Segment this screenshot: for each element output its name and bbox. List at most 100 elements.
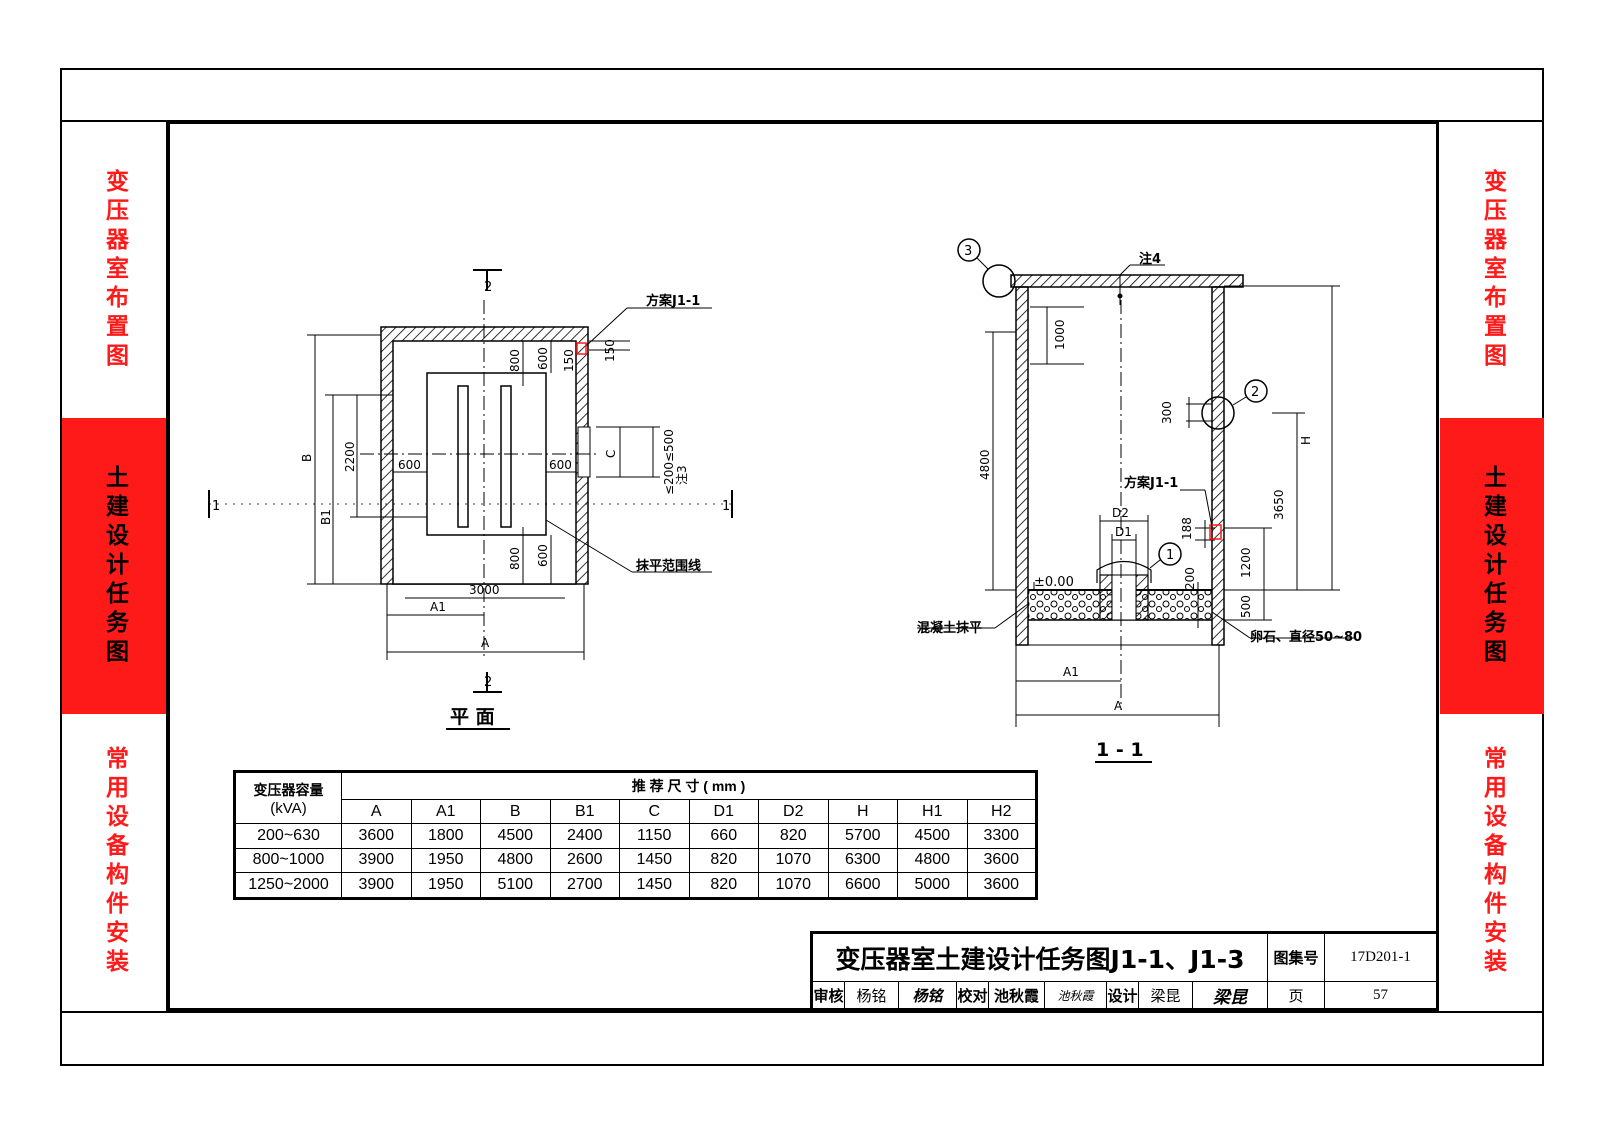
section-left-wall (1015, 286, 1029, 646)
column-header: B (480, 799, 551, 824)
dim-label: 1200 (1239, 547, 1253, 578)
dim-label: 300 (1160, 401, 1174, 424)
column-header: H1 (897, 799, 968, 824)
callout-3-marker (957, 238, 981, 262)
note3-label: 注3 (674, 465, 689, 485)
title-block: 变压器室土建设计任务图J1-1、J1-3 图集号 17D201-1 审核 杨铭 … (810, 931, 1439, 1011)
callout-2-marker (1244, 379, 1268, 403)
transformer-rail (500, 385, 512, 528)
capacity-unit: (kVA) (270, 799, 307, 817)
tab-label: 土建设计任务图 (1479, 464, 1506, 668)
dim-label: B (300, 454, 314, 462)
gravel-label: 卵石、直径50~80 (1250, 629, 1362, 645)
table-cell: 3900 (341, 872, 412, 899)
column-header: A1 (410, 799, 481, 824)
table-cell: 5000 (897, 872, 968, 899)
table-cell: 820 (758, 823, 829, 849)
table-cell: 3600 (341, 823, 412, 849)
table-cell: 1950 (410, 847, 481, 874)
pit-wall (1099, 574, 1113, 621)
callout-1-marker (1158, 542, 1182, 566)
table-cell: 3300 (966, 823, 1037, 849)
tab-layout-left[interactable]: 变压器室布置图 (62, 122, 166, 418)
atlas-number: 17D201-1 (1350, 949, 1411, 965)
tab-label: 常用设备构件安装 (101, 746, 128, 978)
table-cell: 4500 (480, 823, 551, 849)
section-view (917, 238, 1355, 763)
plan-caption: 平 面 (450, 706, 495, 728)
capacity-cell: 800~1000 (234, 847, 342, 874)
dim-label: 600 (536, 544, 550, 567)
column-header: H (827, 799, 898, 824)
tab-equipment-left[interactable]: 常用设备构件安装 (62, 714, 166, 1010)
tab-layout-right[interactable]: 变压器室布置图 (1440, 122, 1544, 418)
tab-civil-left[interactable]: 土建设计任务图 (62, 418, 166, 714)
drawing-title: 变压器室土建设计任务图J1-1、J1-3 (813, 934, 1268, 981)
plan-wall-opening (577, 426, 591, 478)
dim-label: 500 (1239, 595, 1253, 618)
recommended-header: 推 荐 尺 寸 ( mm ) (341, 771, 1037, 800)
dim-label: 150 (603, 339, 617, 362)
tab-label: 土建设计任务图 (101, 464, 128, 668)
column-header: A (341, 799, 412, 824)
dim-label: 3000 (469, 583, 500, 597)
tab-civil-right[interactable]: 土建设计任务图 (1440, 418, 1544, 714)
dim-label: 2200 (343, 441, 357, 472)
bottom-divider (60, 1011, 1544, 1013)
scheme-marker (576, 342, 587, 355)
table-cell: 5100 (480, 872, 551, 899)
table-cell: 4500 (897, 823, 968, 849)
table-row: 200~630 3600 1800 4500 2400 1150 660 820… (234, 823, 1037, 849)
callout-2-number: 2 (1251, 385, 1259, 400)
tab-label: 常用设备构件安装 (1479, 746, 1506, 978)
table-cell: 3600 (966, 872, 1037, 899)
tab-equipment-right[interactable]: 常用设备构件安装 (1440, 714, 1544, 1010)
capacity-header: 变压器容量 (253, 781, 324, 798)
section-caption: 1 - 1 (1096, 739, 1144, 761)
table-cell: 3900 (341, 847, 412, 874)
dim-label: 600 (398, 458, 421, 472)
plan-view (208, 269, 733, 730)
column-header: D2 (758, 799, 829, 824)
dimension-table: 变压器容量 (kVA) 推 荐 尺 寸 ( mm ) A A1 B B1 C D… (233, 770, 1038, 900)
table-cell: 2600 (549, 847, 620, 874)
callout-1-arc (1096, 560, 1152, 583)
table-cell: 1450 (619, 872, 690, 899)
pit-wall (1135, 574, 1149, 621)
table-cell: 6600 (827, 872, 898, 899)
table-row: 800~1000 3900 1950 4800 2600 1450 820 10… (234, 847, 1037, 874)
callout-3-number: 3 (964, 244, 972, 259)
table-cell: 2400 (549, 823, 620, 849)
table-cell: 820 (688, 847, 759, 874)
section-mark-1: 1 (722, 499, 730, 514)
table-cell: 1800 (410, 823, 481, 849)
table-cell: 3600 (966, 847, 1037, 874)
pit-interior (1111, 574, 1137, 621)
section-labels: 3 2 1 注4 方案J1-1 ±0.00 混凝土抹平 卵石、直径50~80 1… (917, 244, 1362, 761)
dim-label: H (1299, 436, 1313, 445)
table-columns-row: A A1 B B1 C D1 D2 H H1 H2 (235, 799, 1037, 824)
drawing-frame (167, 121, 1439, 1011)
section-roof (1010, 274, 1244, 288)
plan-leveling-label: 抹平范围线 (636, 558, 701, 574)
table-cell: 4800 (897, 847, 968, 874)
callout-2-circle (1201, 396, 1235, 430)
page-number: 57 (1373, 987, 1388, 1003)
atlas-label: 图集号 (1268, 934, 1325, 981)
column-header: D1 (688, 799, 759, 824)
table-cell: 1450 (619, 847, 690, 874)
table-cell: 4800 (480, 847, 551, 874)
dim-label: A1 (1063, 665, 1079, 679)
section-mark-2: 2 (484, 675, 492, 690)
check-label: 校对 (957, 982, 989, 1009)
section-mark-1: 1 (212, 499, 220, 514)
c-range-label: ≤200≤500 (662, 429, 676, 495)
designer-name: 梁昆 (1139, 982, 1193, 1009)
dim-label: 200 (1183, 567, 1197, 590)
plan-scheme-label: 方案J1-1 (646, 293, 700, 309)
capacity-cell: 200~630 (234, 823, 342, 849)
table-cell: 1150 (619, 823, 690, 849)
table-cell: 1070 (758, 847, 829, 874)
review-label: 审核 (813, 982, 845, 1009)
table-cell: 1950 (410, 872, 481, 899)
